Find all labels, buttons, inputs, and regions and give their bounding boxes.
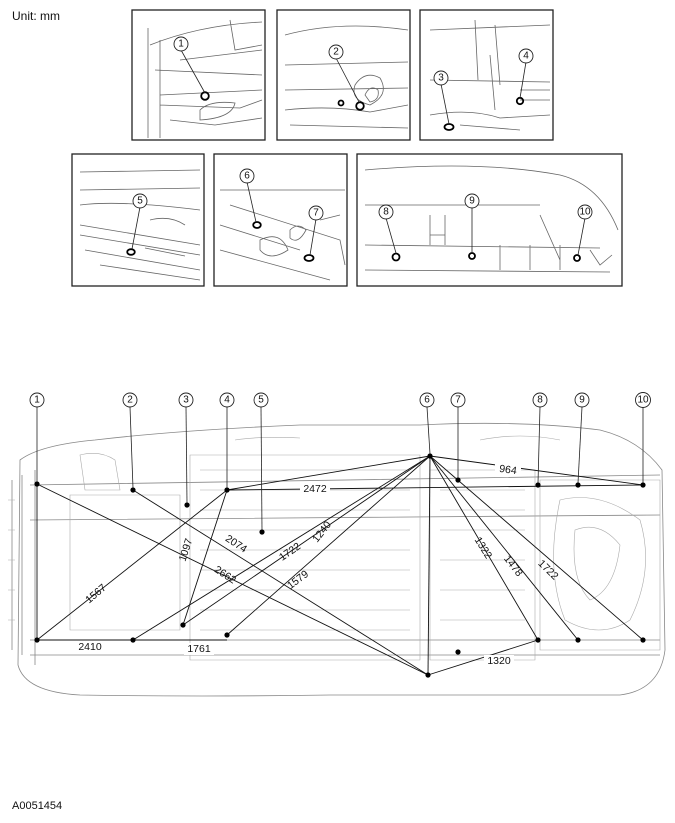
detail-6-callout-label-a: 8 [383,207,389,218]
underbody-callouts: 1 2 3 4 5 6 7 8 9 10 [29,392,651,531]
detail-3-callout-label-a: 3 [438,73,444,84]
detail-view-2: 2 [276,9,411,141]
detail-view-3: 3 4 [419,9,554,141]
dimension-label: 964 [498,463,517,477]
dimension-label: 1567 [83,582,109,606]
underbody-callout-6: 6 [424,395,430,406]
underbody-callout-4: 4 [224,395,230,406]
underbody-callout-5: 5 [258,395,264,406]
dimension-label: 1240 [310,519,334,545]
underbody-callout-10: 10 [637,395,649,406]
unit-label: Unit: mm [12,9,60,23]
underbody-callout-9: 9 [579,395,585,406]
detail-view-5: 6 7 [213,153,348,287]
measurement-points [34,453,646,678]
dimension-label: 2472 [303,483,327,495]
detail-view-6: 8 9 10 [356,153,623,287]
dimension-label: 1097 [177,537,196,563]
detail-view-1: 1 [131,9,266,141]
dimension-label: 1722 [535,558,560,583]
dimension-label: 1761 [187,643,211,655]
dimension-lines [36,455,644,676]
dimension-label: 1722 [277,540,303,563]
underbody-callout-7: 7 [455,395,461,406]
underbody-callout-1: 1 [34,395,40,406]
dimension-label: 1320 [487,655,511,667]
figure-id: A0051454 [12,800,63,812]
underbody-callout-3: 3 [183,395,189,406]
dimension-label: 1322 [472,535,495,561]
underbody-callout-2: 2 [127,395,133,406]
detail-view-4: 5 [71,153,205,287]
detail-3-callout-label-b: 4 [523,51,529,62]
dimension-label: 2074 [223,533,249,556]
detail-6-callout-label-b: 9 [469,196,475,207]
dimension-label: 2410 [78,641,102,653]
dimension-labels: 2472 964 2074 1722 1240 1322 1478 1722 2… [75,463,561,667]
detail-5-callout-label-b: 7 [313,208,319,219]
detail-5-callout-label-a: 6 [244,171,250,182]
detail-1-callout-label: 1 [178,39,184,50]
dimension-label: 1579 [285,568,311,592]
detail-4-callout-label: 5 [137,196,143,207]
detail-2-callout-label: 2 [333,47,339,58]
underbody-outline [8,422,666,697]
dimension-label: 1478 [501,553,525,579]
underbody-callout-8: 8 [537,395,543,406]
detail-6-callout-label-c: 10 [579,207,591,218]
